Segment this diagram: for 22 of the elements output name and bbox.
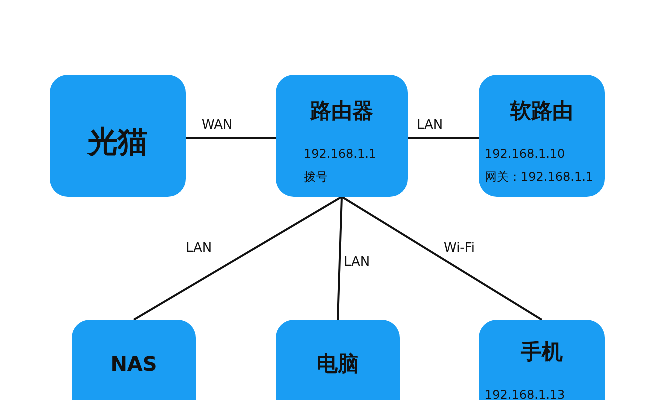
connector-line (186, 137, 276, 139)
device-info: 拨号 (304, 169, 328, 186)
device-box (479, 75, 605, 197)
device-name: 手机 (520, 339, 564, 366)
device-info: 网关：192.168.1.1 (485, 169, 594, 186)
device-name: NAS (110, 352, 158, 376)
device-box (50, 75, 186, 197)
connector-line (134, 196, 342, 321)
connector-line (341, 196, 543, 321)
device-name: 电脑 (316, 351, 360, 378)
device-box (479, 320, 605, 400)
device-box (276, 75, 408, 197)
connector-line (408, 137, 479, 139)
device-box (72, 320, 196, 400)
device-info: 192.168.1.10 (485, 147, 566, 161)
device-name: 路由器 (310, 98, 374, 125)
device-info: 192.168.1.1 (304, 147, 377, 161)
device-name: 光猫 (86, 124, 149, 162)
device-name: 软路由 (509, 98, 574, 125)
device-box (276, 320, 400, 400)
connector-line (337, 196, 343, 320)
device-info: 192.168.1.13 (485, 388, 566, 400)
